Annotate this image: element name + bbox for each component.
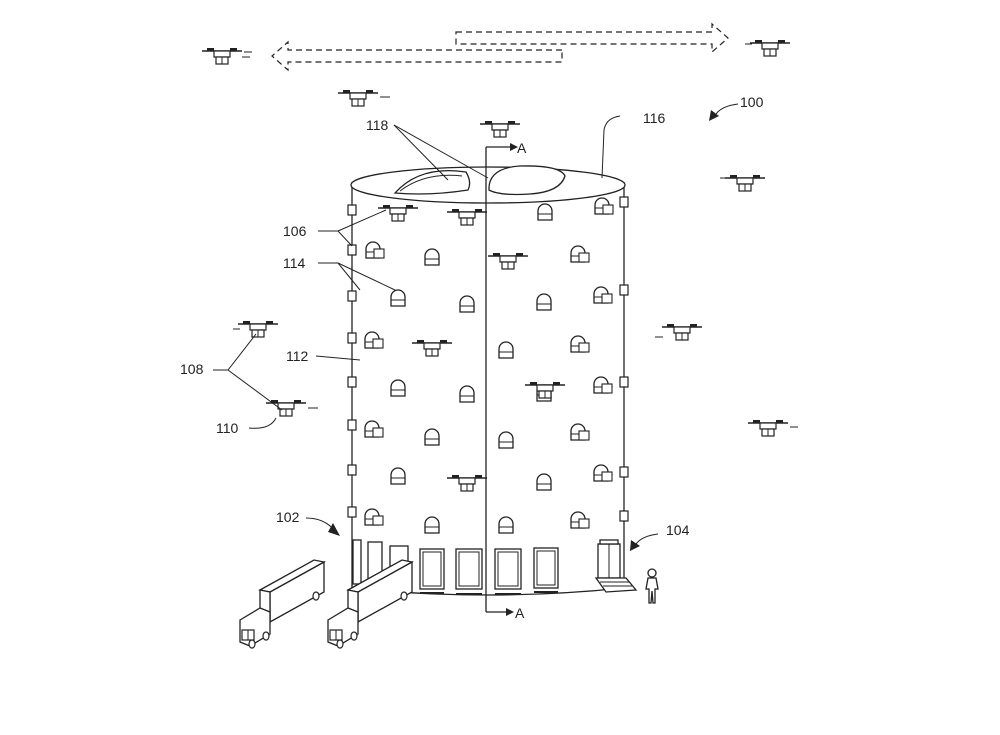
ref-114: 114	[283, 255, 306, 271]
drone-icon	[337, 89, 390, 107]
section-line-a	[485, 143, 518, 616]
ref-116: 116	[643, 110, 666, 126]
arrow-icon	[305, 517, 340, 536]
fulfillment-tower	[350, 165, 626, 598]
ref-102: 102	[276, 509, 300, 525]
loading-bays	[352, 539, 559, 595]
drone-icon	[747, 419, 798, 437]
leader-lines	[213, 115, 621, 429]
customer-entrance	[594, 539, 638, 593]
drone-icon	[745, 39, 791, 57]
drone-icon	[479, 120, 521, 138]
ref-110: 110	[216, 420, 239, 436]
flight-path-arrow-right	[455, 22, 729, 54]
drone-icon	[201, 47, 252, 65]
person-icon	[645, 568, 659, 604]
section-label-top: A	[517, 140, 527, 156]
drone-icon	[655, 323, 703, 341]
landing-dome-right	[488, 165, 566, 196]
ref-100: 100	[740, 94, 764, 110]
truck-icon	[239, 559, 325, 649]
ref-108: 108	[180, 361, 204, 377]
section-label-bottom: A	[515, 605, 525, 621]
ref-104: 104	[666, 522, 690, 538]
arrow-icon	[630, 533, 659, 551]
flight-path-arrow-left	[271, 40, 563, 72]
ref-106: 106	[283, 223, 307, 239]
arrow-icon	[709, 103, 739, 121]
drone-icon	[265, 399, 318, 417]
landing-dome-left	[393, 169, 471, 195]
ref-112: 112	[286, 348, 309, 364]
ref-118: 118	[366, 117, 389, 133]
drone-icon	[720, 174, 766, 192]
drone-icon	[233, 320, 279, 338]
